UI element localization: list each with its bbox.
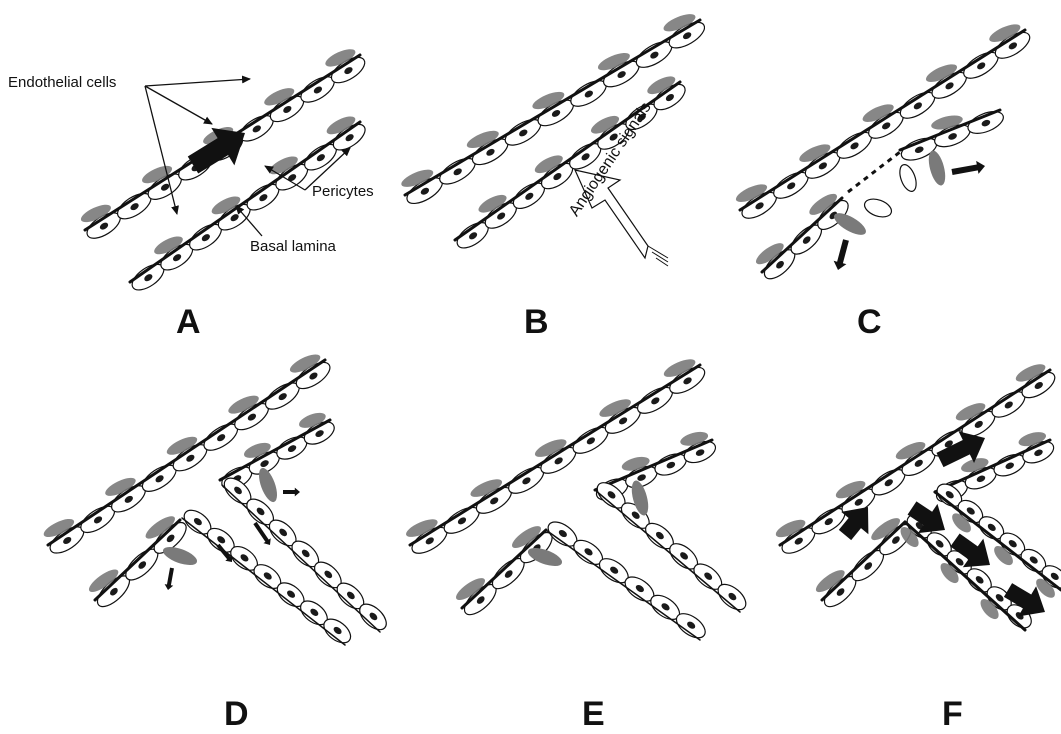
pericyte-arrow-d2 [165,568,174,590]
panel-letter-e: E [582,695,605,734]
basal-lamina-line [595,440,712,490]
vessel-segment [593,478,751,615]
panel-letter-d: D [224,695,249,734]
degraded-lamina-gap [848,152,900,192]
endothelial-pointer-1 [145,86,212,124]
sprout-arrow-d1 [253,522,270,545]
migrating-endothelial-c2 [897,162,920,193]
vessel-segment [453,522,557,619]
endothelial-cells-label: Endothelial cells [8,74,116,91]
basal-lamina-line [822,522,905,600]
blood-flow-arrow [188,128,245,174]
vessel-segment [933,480,1061,601]
angiogenic-arrow-tail [648,246,668,266]
basal-lamina-line [595,490,740,612]
basal-lamina-line [130,122,360,282]
basal-lamina-line [762,198,842,272]
pericyte-migration-arrow-c2 [834,239,849,270]
vessel-segment [544,517,709,642]
flow-arrow-f1 [839,507,869,540]
migrating-endothelial-c1 [862,196,894,221]
panel-letter-b: B [524,303,549,342]
panel-letter-f: F [942,695,963,734]
basal-lamina-line [462,530,546,608]
pericytes-label: Pericytes [312,183,374,200]
panel-letter-a: A [176,303,201,342]
pericyte-arrow-d1 [283,488,300,497]
basal-lamina-label: Basal lamina [250,238,336,255]
pericyte-migration-arrow-c1 [951,161,985,175]
panel-letter-c: C [857,303,882,342]
endothelial-pointer-3 [145,79,250,86]
basal-lamina-line [410,365,700,545]
